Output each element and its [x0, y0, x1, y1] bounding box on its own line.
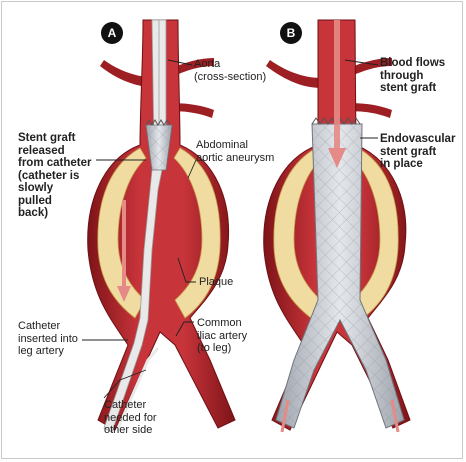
label-endovascular: Endovascular stent graft in place [380, 133, 455, 171]
panel-a-badge: A [101, 22, 123, 44]
label-aorta: Aorta (cross-section) [194, 58, 266, 83]
label-catheter-needed: Catheter needed for other side [104, 399, 157, 437]
label-stent-released: Stent graft released from catheter (cath… [18, 132, 92, 220]
label-catheter-inserted: Catheter inserted into leg artery [18, 320, 78, 358]
label-aneurysm: Abdominal aortic aneurysm [196, 139, 274, 164]
label-common-iliac: Common iliac artery (to leg) [197, 317, 247, 355]
panel-b-badge: B [280, 22, 302, 44]
label-plaque: Plaque [199, 276, 233, 289]
label-blood-flows: Blood flows through stent graft [380, 57, 445, 95]
